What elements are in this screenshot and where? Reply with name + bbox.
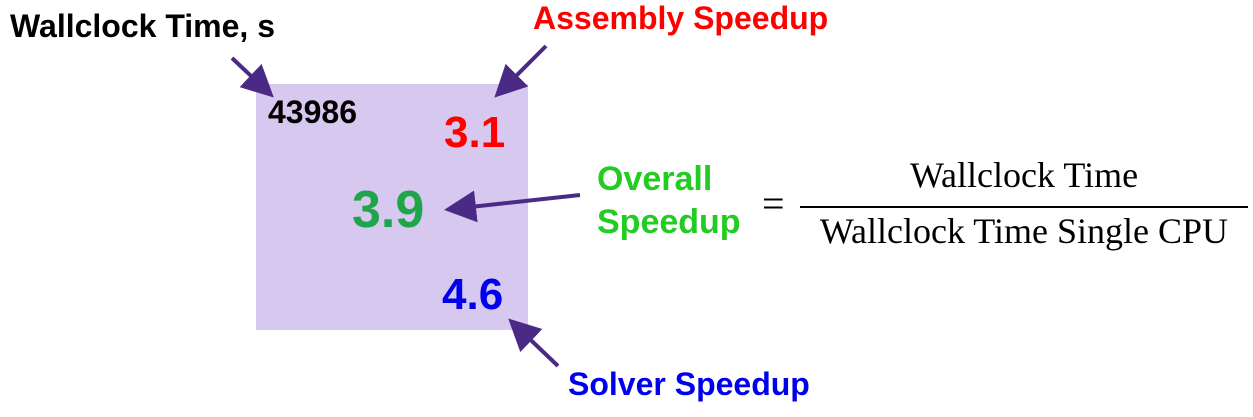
assembly-speedup-label: Assembly Speedup <box>533 0 829 36</box>
overall-arrow <box>444 190 581 223</box>
assembly-speedup-value: 3.1 <box>444 108 506 157</box>
formula-denominator: Wallclock Time Single CPU <box>819 211 1229 251</box>
wallclock-arrow <box>230 56 274 98</box>
solver-arrow <box>508 318 560 368</box>
overall-speedup-value: 3.9 <box>352 181 425 239</box>
formula-equals-sign: = <box>762 181 785 226</box>
assembly-arrow <box>494 44 548 98</box>
wallclock-time-value: 43986 <box>268 94 357 130</box>
fraction-bar <box>800 206 1248 208</box>
wallclock-time-label: Wallclock Time, s <box>10 8 275 44</box>
solver-speedup-label: Solver Speedup <box>568 366 810 402</box>
formula-numerator: Wallclock Time <box>909 155 1139 195</box>
overall-speedup-label-line1: Overall <box>597 160 713 198</box>
solver-speedup-value: 4.6 <box>442 270 504 319</box>
overall-speedup-label-line2: Speedup <box>597 203 741 241</box>
